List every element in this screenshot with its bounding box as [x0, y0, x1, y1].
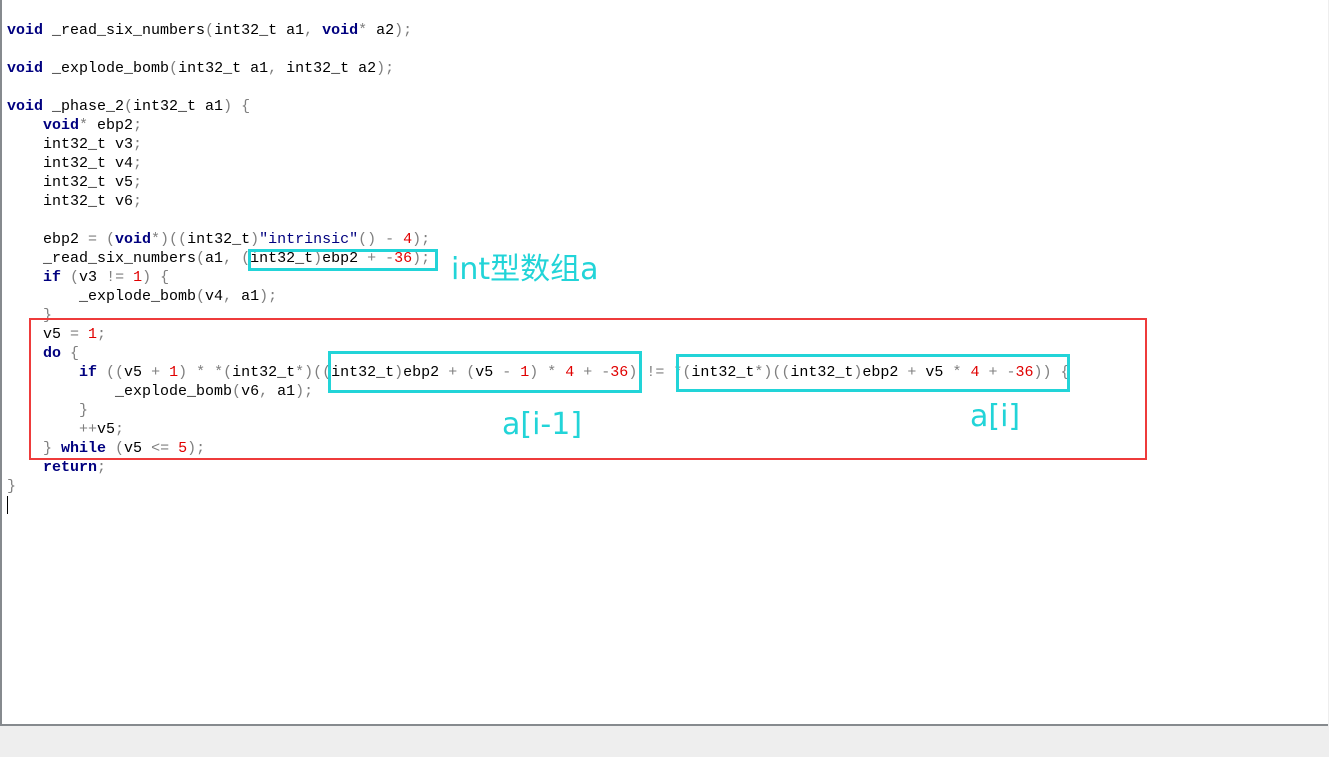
code-line — [7, 40, 1070, 59]
text-cursor — [7, 496, 8, 514]
code-line: } — [7, 307, 53, 324]
status-area — [0, 728, 1329, 757]
curr-element-highlight-box — [676, 354, 1070, 392]
array-base-highlight-box — [248, 249, 438, 271]
code-line: ++v5; — [79, 421, 125, 438]
code-line: } — [7, 402, 89, 419]
array-label: int型数组a — [451, 252, 599, 287]
code-line: v5 = 1; — [7, 326, 107, 343]
code-line: } while (v5 <= 5); — [7, 440, 206, 457]
code-line: void _explode_bomb(int32_t a1, int32_t a… — [7, 60, 395, 77]
code-line: ebp2 = (void*)((int32_t)"intrinsic"() - … — [7, 231, 431, 248]
code-line: int32_t v3; — [7, 136, 143, 153]
code-line: int32_t v6; — [7, 193, 143, 210]
code-line: if (v3 != 1) { — [43, 269, 170, 286]
code-editor[interactable]: void _read_six_numbers(int32_t a1, void*… — [0, 0, 1328, 726]
code-line: void* ebp2; — [43, 117, 143, 134]
prev-element-highlight-box — [328, 351, 642, 393]
loop-highlight-box — [29, 318, 1147, 460]
code-line — [7, 78, 1070, 97]
code-line: int32_t v5; — [7, 174, 143, 191]
code-line: do { — [43, 345, 80, 362]
code-line: int32_t v4; — [7, 155, 143, 172]
prev-element-label: a[i-1] — [502, 407, 583, 442]
code-line: void _phase_2(int32_t a1) { — [7, 98, 251, 115]
text-cursor-line — [7, 496, 1070, 515]
code-line: _explode_bomb(v4, a1); — [7, 288, 278, 305]
code-line: _read_six_numbers(a1, (int32_t)ebp2 + -3… — [7, 250, 431, 267]
curr-element-label: a[i] — [970, 399, 1021, 434]
code-line: _explode_bomb(v6, a1); — [7, 383, 314, 400]
code-line: } — [7, 478, 17, 495]
code-line: void _read_six_numbers(int32_t a1, void*… — [7, 22, 413, 39]
code-line — [7, 211, 1070, 230]
code-line: return; — [43, 459, 107, 476]
